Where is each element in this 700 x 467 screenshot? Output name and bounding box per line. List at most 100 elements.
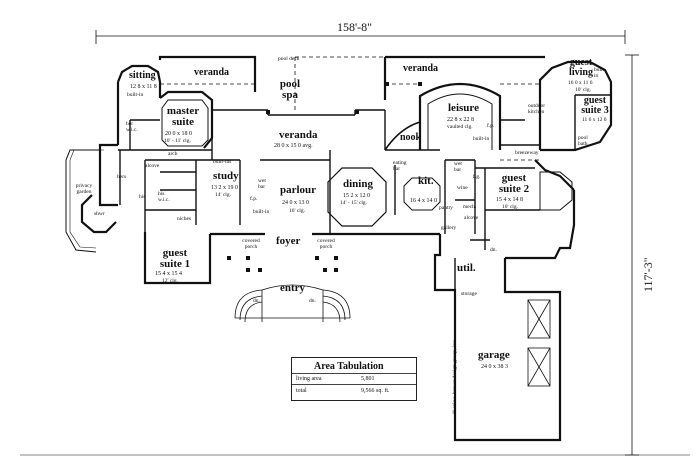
dn-label-1: dn. (490, 247, 497, 253)
leisure-built-in: built-in (473, 136, 490, 142)
eating-bar-label: eating bar (393, 160, 407, 172)
room-garage-size: 24 0 x 38 3 (481, 364, 508, 370)
room-dining: dining (343, 178, 373, 190)
room-pool-spa: pool spa (279, 78, 301, 101)
parlour-built-in: built-in (253, 209, 270, 215)
room-veranda-center: veranda (279, 129, 318, 141)
garage-details (470, 299, 561, 441)
her-wic-label: her w.i.c. (126, 121, 138, 133)
room-parlour: parlour (280, 184, 317, 196)
room-guest-suite-3-size: 11 6 x 12 0 (582, 117, 607, 123)
room-guest-suite-3: guest suite 3 (581, 95, 609, 116)
interior-walls (118, 94, 611, 290)
alcove-label-2: alcove (464, 215, 479, 221)
wine-label: wine (457, 185, 468, 191)
room-guest-suite-2-size: 15 4 x 14 8 (496, 197, 523, 203)
alcove-label-1: alcove (145, 163, 160, 169)
room-guest-suite-2: guest suite 2 (498, 172, 530, 195)
pool-bath-label: pool bath (578, 135, 588, 147)
wet-bar-label: wet bar (258, 178, 266, 190)
kitchen-island (403, 177, 441, 211)
niches-label: niches (177, 216, 192, 222)
room-kitchen: kit. (418, 175, 434, 187)
dining-octagon (327, 167, 387, 227)
shwr-label: shwr (94, 211, 105, 217)
room-leisure-size: 22 8 x 22 8 (447, 117, 474, 123)
entry-steps (234, 284, 351, 323)
room-garage: garage (478, 349, 510, 361)
room-util: util. (457, 262, 476, 274)
room-entry: entry (280, 282, 306, 294)
area-row-label: living area (296, 376, 322, 382)
covered-porch-right: covered porch (317, 238, 335, 250)
room-sitting-size: 12 8 x 11 8 (130, 84, 157, 90)
covered-porch-left: covered porch (242, 238, 260, 250)
room-dining-size: 15 2 x 12 0 (343, 193, 370, 199)
room-veranda-top: veranda (403, 63, 438, 74)
columns (227, 82, 422, 272)
copyright-text: © eric s. brown design group, inc. (452, 339, 458, 414)
area-row-label: total (296, 388, 307, 394)
room-study: study (213, 170, 239, 182)
room-guest-suite-1-size: 15 4 x 15 4 (155, 271, 182, 277)
guest-living-built-in: built-in (594, 67, 606, 79)
room-guest-suite-1-clg: 12' clg. (162, 278, 178, 284)
room-study-clg: 14' clg. (215, 192, 231, 198)
arch-label-1: arch (168, 151, 178, 157)
hers-label: hers (117, 174, 127, 180)
mech-label: mech. (463, 204, 477, 210)
room-foyer: foyer (276, 235, 301, 247)
room-master-suite-size: 20 0 x 18 0 (165, 131, 192, 137)
room-guest-suite-2-clg: 10' clg. (502, 204, 518, 210)
dn-label-2: dn. (253, 298, 260, 304)
breezeway-label: breezeway (515, 150, 539, 156)
room-parlour-size: 24 0 x 13 0 (282, 200, 309, 206)
outdoor-kitchen-label: outdoor kitchen (528, 103, 546, 115)
room-guest-living: guest living (569, 57, 593, 78)
area-row-value: 5,801 (361, 376, 375, 382)
parlour-fp: f.p. (250, 196, 258, 202)
room-leisure-clg: vaulted clg. (447, 124, 473, 130)
width-dimension: 158'-8" (337, 20, 373, 34)
room-master-suite-clg: 10' - 11' clg. (164, 138, 191, 144)
study-built-ins: built-ins (213, 159, 232, 165)
veranda-outlines (160, 56, 540, 161)
room-master-suite: master suite (166, 105, 200, 128)
room-leisure: leisure (448, 102, 479, 114)
his-label: his (139, 194, 146, 200)
guest-suite-2-octagon (539, 171, 573, 211)
master-suite-octagon (161, 99, 209, 147)
pool-deck-label: pool deck (278, 56, 300, 62)
room-veranda-center-size: 28 0 x 15 0 avg. (274, 143, 313, 149)
leisure-fp: f.p. (487, 123, 495, 129)
depth-dimension-line (625, 54, 639, 456)
room-parlour-clg: 16' clg. (289, 208, 305, 214)
wet-bar-label-2: wet bar (454, 161, 462, 173)
pantry-label: pantry (439, 205, 454, 211)
width-dimension-line (95, 30, 626, 44)
room-guest-living-size: 16 0 x 11 6 (568, 80, 593, 86)
master-built-in: built-in (127, 92, 144, 98)
room-dining-clg: 14' - 15' clg. (340, 200, 368, 206)
room-guest-suite-1: guest suite 1 (159, 247, 191, 270)
room-guest-living-clg: 10' clg. (575, 87, 591, 93)
room-study-size: 13 2 x 19 0 (211, 185, 238, 191)
room-veranda-left: veranda (194, 67, 229, 78)
exterior-walls (80, 55, 613, 442)
dn-label-3: dn. (309, 298, 316, 304)
fg-label: f.g. (473, 174, 481, 180)
privacy-garden-label: privacy garden (75, 183, 93, 195)
gallery-label: gallery (441, 225, 457, 231)
leisure-arc (427, 93, 493, 150)
area-row-value: 9,566 sq. ft. (361, 388, 390, 394)
room-nook: nook (400, 132, 422, 143)
area-tabulation-title: Area Tabulation (314, 361, 384, 372)
nook-bay (384, 121, 421, 151)
room-sitting: sitting (129, 70, 156, 81)
storage-label: storage (461, 291, 477, 297)
area-tabulation-table: Area Tabulation living area 5,801 total … (291, 357, 417, 401)
his-wic-label: his w.i.c. (158, 191, 170, 203)
privacy-garden-wall (65, 149, 100, 253)
depth-dimension: 117'-3" (641, 257, 655, 292)
